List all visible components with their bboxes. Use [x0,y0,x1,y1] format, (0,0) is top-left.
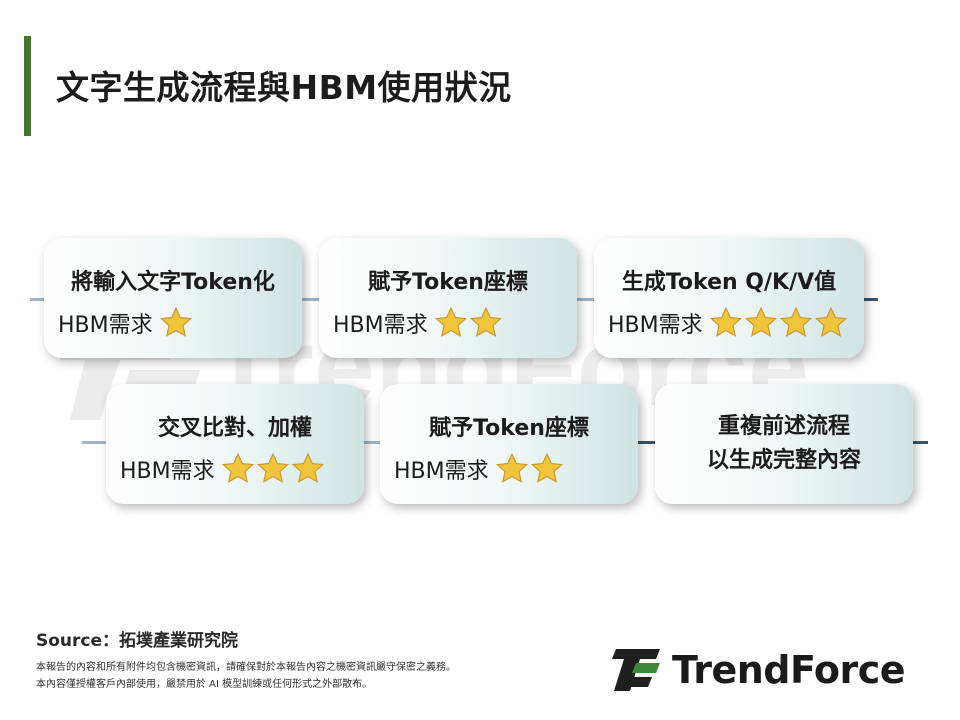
hbm-label: HBM需求 [120,459,215,484]
star-icon [256,452,289,483]
connector-line [296,298,322,301]
star-icon [291,452,324,483]
disclaimer-line-1: 本報告的內容和所有附件均包含機密資訊，請確保對於本報告內容之機密資訊嚴守保密之義… [36,662,456,673]
connector-line [358,441,384,444]
disclaimer-line-2: 本內容僅授權客戶內部使用，嚴禁用於 AI 模型訓練或任何形式之外部散布。 [36,679,373,690]
star-icon [814,306,847,337]
connector-line [82,441,110,444]
hbm-demand-row: HBM需求 [120,452,326,486]
step-title-line-2: 以生成完整內容 [706,448,861,473]
hbm-demand-row: HBM需求 [394,452,565,486]
star-rating [221,452,326,486]
step-title: 賦予Token座標 [368,270,528,295]
step-card-generate-qkv: 生成Token Q/K/V值 HBM需求 [594,238,864,358]
connector-line [30,298,50,301]
step-card-tokenize: 將輸入文字Token化 HBM需求 [44,238,302,358]
step-title: 生成Token Q/K/V值 [621,270,837,295]
trendforce-logo-icon [612,649,660,691]
trendforce-logo: TrendForce [612,646,906,694]
hbm-demand-row: HBM需求 [608,306,849,340]
hbm-label: HBM需求 [608,313,703,338]
step-card-repeat: 重複前述流程 以生成完整內容 [655,384,913,504]
hbm-label: HBM需求 [333,313,428,338]
hbm-demand-row: HBM需求 [333,306,504,340]
connector-line [908,441,928,444]
star-icon [221,452,254,483]
connector-line [858,298,878,301]
logo-text: TrendForce [672,648,906,692]
star-icon [709,306,742,337]
title-accent-bar [24,36,31,136]
star-rating [709,306,849,340]
hbm-demand-row: HBM需求 [58,306,194,340]
step-title: 賦予Token座標 [429,416,589,441]
step-card-cross-compare: 交叉比對、加權 HBM需求 [106,384,364,504]
step-title: 將輸入文字Token化 [71,270,275,295]
page-title: 文字生成流程與HBM使用狀況 [56,68,512,107]
hbm-label: HBM需求 [394,459,489,484]
step-card-assign-coordinates-2: 賦予Token座標 HBM需求 [380,384,638,504]
star-icon [530,452,563,483]
star-rating [495,452,565,486]
hbm-label: HBM需求 [58,313,153,338]
star-rating [159,306,194,340]
star-icon [744,306,777,337]
star-icon [434,306,467,337]
step-title: 交叉比對、加權 [157,416,312,441]
star-icon [779,306,812,337]
star-icon [159,306,192,337]
star-rating [434,306,504,340]
connector-line [574,298,600,301]
star-icon [469,306,502,337]
connector-line [634,441,658,444]
source-note: Source：拓墣產業研究院 [36,631,239,651]
step-title-line-1: 重複前述流程 [717,414,850,439]
step-card-assign-coordinates: 賦予Token座標 HBM需求 [319,238,577,358]
star-icon [495,452,528,483]
